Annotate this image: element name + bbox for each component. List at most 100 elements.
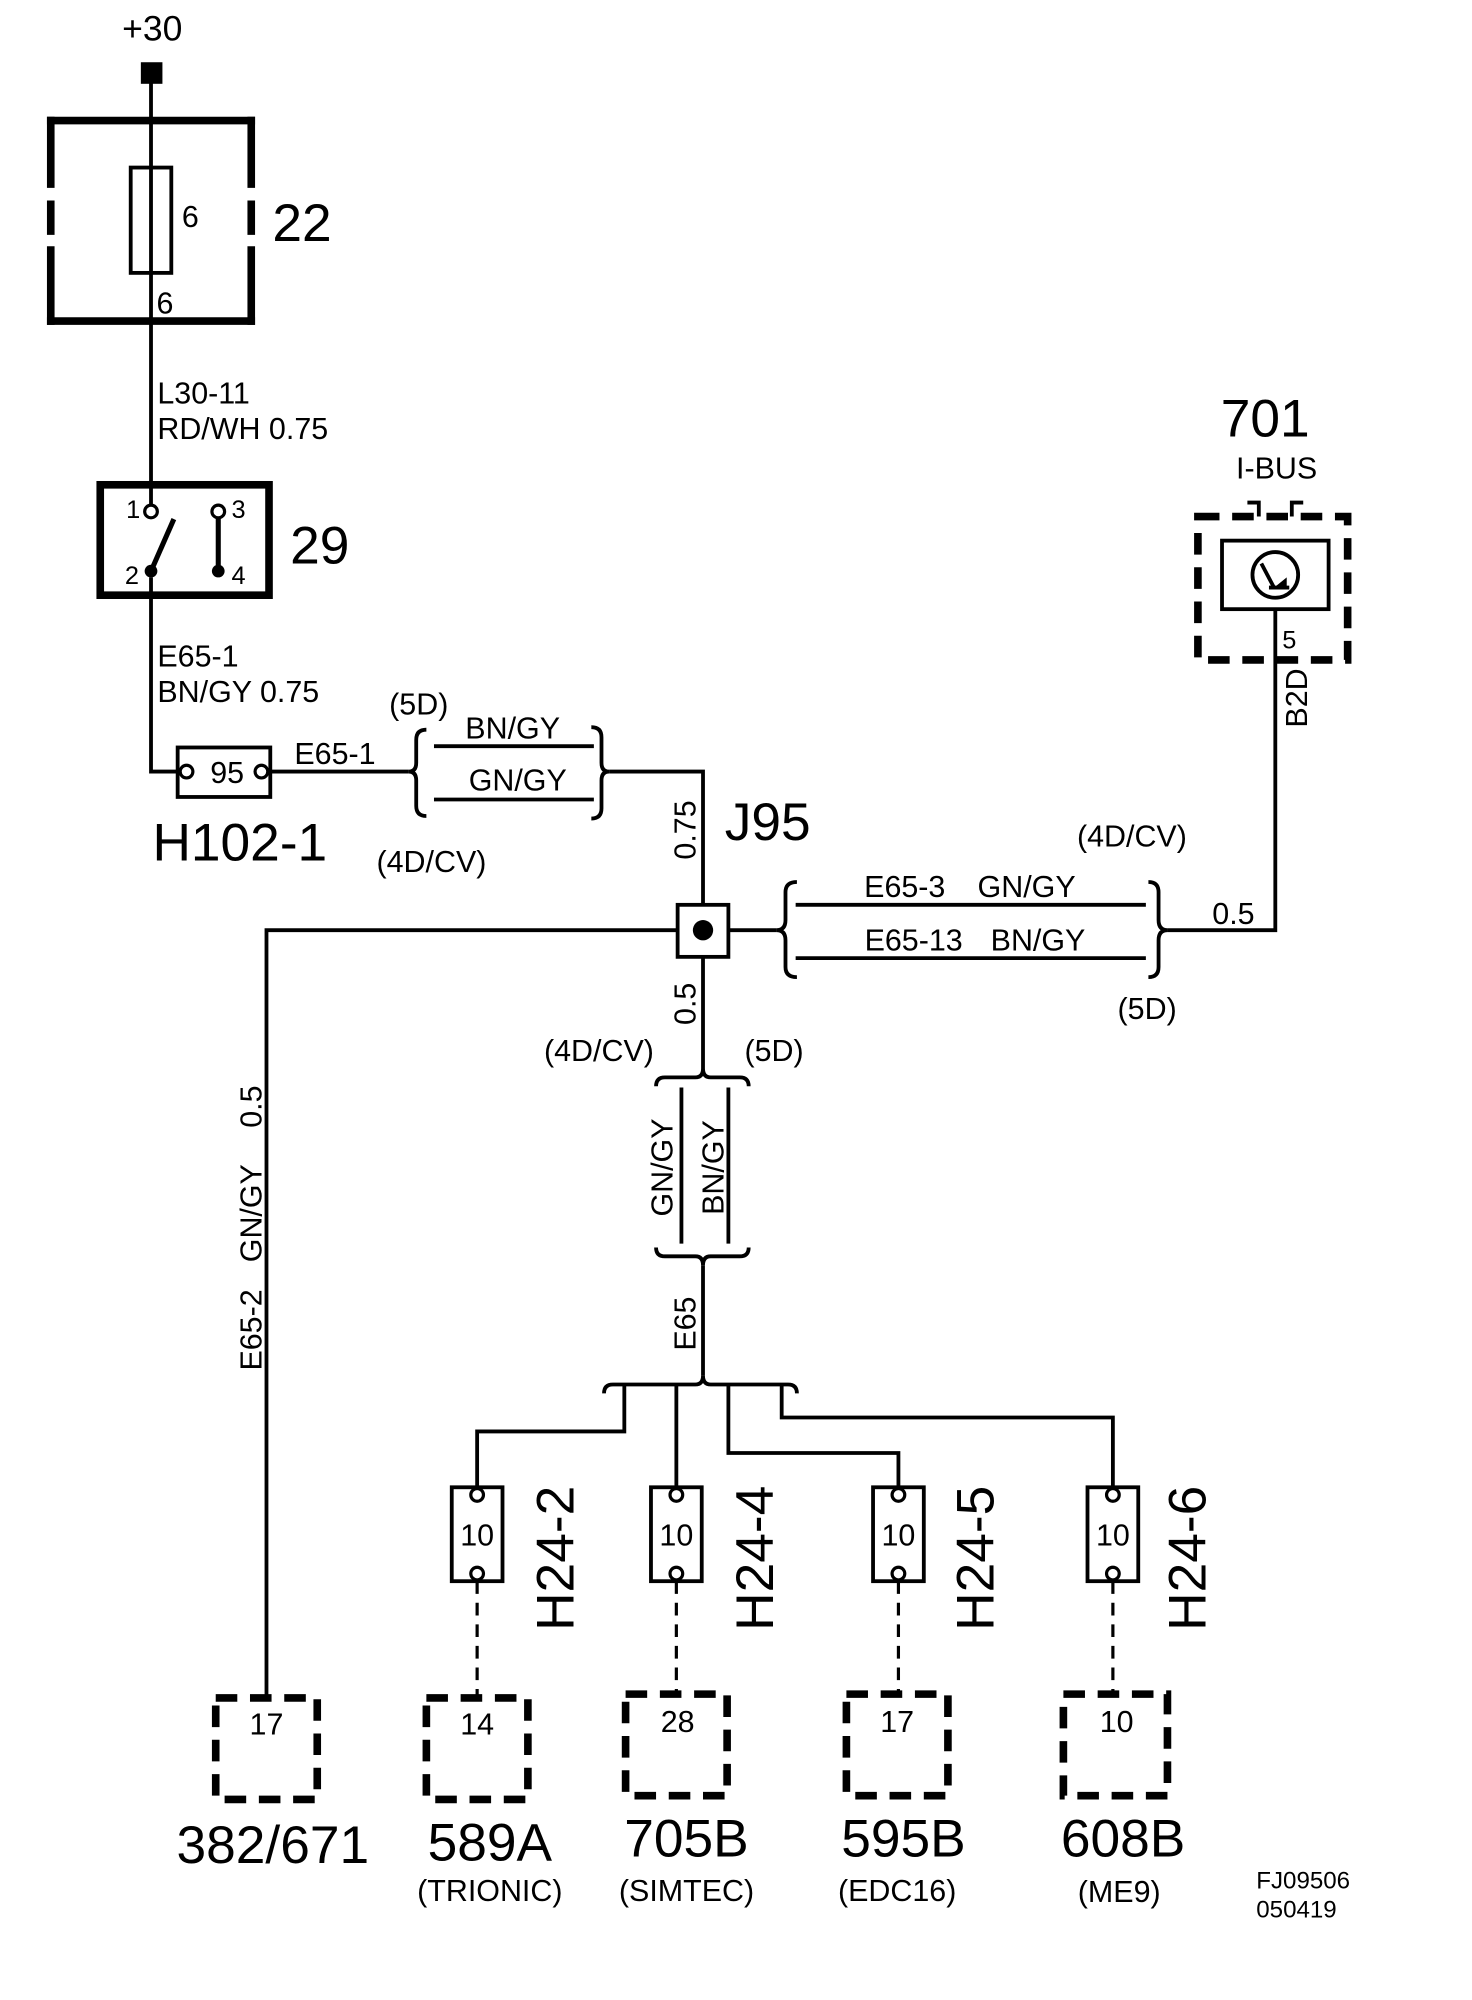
fuse-h24-2: 10 H24-2 — [449, 1485, 586, 1631]
ibus-701-name: I-BUS — [1236, 451, 1317, 485]
ibus-701-gauge-needle-icon — [1259, 562, 1276, 589]
pair-upper: BN/GY GN/GY (5D) (4D/CV) — [376, 687, 610, 879]
fuse-number-label: 6 — [182, 200, 199, 234]
wire-e65-2-name: E65-2 — [234, 1289, 268, 1370]
connector-705b-id: 705B — [624, 1810, 748, 1869]
pair-down-wire-a-label: GN/GY — [646, 1118, 680, 1216]
connector-595b-system: (EDC16) — [838, 1874, 956, 1908]
fuse-6-symbol — [128, 165, 174, 275]
connector-589a-system: (TRIONIC) — [417, 1874, 562, 1908]
wire-to-splice — [609, 769, 705, 905]
switch-pin-3 — [210, 503, 227, 520]
ibus-701-terminal-right — [1289, 500, 1304, 517]
splice-j95: J95 — [675, 793, 811, 959]
wire-splice-down-size: 0.5 — [668, 983, 702, 1025]
connector-595b-id: 595B — [841, 1810, 965, 1869]
connector-382-671-id: 382/671 — [177, 1816, 370, 1875]
wire-l30-11-spec: RD/WH 0.75 — [157, 412, 328, 446]
connector-705b-system: (SIMTEC) — [619, 1874, 754, 1908]
connector-382-671-pin: 17 — [250, 1708, 284, 1742]
connector-608b-pin: 10 — [1100, 1705, 1134, 1739]
switch-pin-4-label: 4 — [232, 562, 246, 590]
connector-589a-id: 589A — [428, 1813, 553, 1872]
pair-down-wire-b-label: BN/GY — [696, 1120, 730, 1215]
supply-terminal-square-icon — [140, 62, 163, 84]
fuse-h24-2-id: H24-2 — [527, 1486, 586, 1631]
switch-pin-1 — [143, 503, 159, 520]
pair-right-variant-5d: (5D) — [1118, 992, 1177, 1026]
wire-bundle-e65-label: E65 — [668, 1297, 702, 1351]
pair-upper-variant-5d: (5D) — [389, 687, 448, 721]
fuse-h24-2-pin-top — [469, 1486, 486, 1503]
pair-right: E65-3 GN/GY E65-13 BN/GY (4D/CV) (5D) — [776, 819, 1187, 1026]
fuse-h24-4: 10 H24-4 — [649, 1485, 785, 1631]
pair-down-variant-5d: (5D) — [744, 1034, 803, 1068]
connector-705b-pin: 28 — [661, 1705, 695, 1739]
switch-pin-1-label: 1 — [126, 496, 140, 524]
wire-e65-2-size: 0.5 — [234, 1085, 268, 1127]
fuse-h24-2-pin-bottom — [469, 1565, 486, 1582]
switch-box-border — [96, 480, 273, 600]
connector-382-671: 17 382/671 — [177, 1694, 370, 1875]
splice-j95-dot — [692, 920, 714, 941]
fuse-box-id: 22 — [272, 194, 331, 253]
fuse-h24-6-rating: 10 — [1096, 1519, 1130, 1553]
connector-382-671-dashed-box — [211, 1694, 322, 1804]
wire-e65-1 — [149, 577, 179, 774]
ibus-701: 701 I-BUS 5 — [1194, 390, 1352, 664]
fuse-pin-label: 6 — [156, 286, 173, 320]
fuse-box-22: 6 6 22 — [46, 116, 332, 325]
wire-b2d-size: 0.5 — [1212, 897, 1254, 931]
connector-608b-system: (ME9) — [1078, 1875, 1161, 1909]
connector-595b-pin: 17 — [880, 1705, 914, 1739]
pair-right-wire-b-color: BN/GY — [991, 924, 1086, 958]
fuse-h24-4-pin-bottom — [668, 1565, 685, 1582]
connector-h102-1: 95 H102-1 — [152, 745, 327, 872]
pair-upper-wire-b-label: GN/GY — [469, 764, 567, 798]
connector-608b: 10 608B (ME9) — [1059, 1690, 1185, 1909]
fuse-h24-4-pin-top — [668, 1486, 685, 1503]
switch-id: 29 — [290, 516, 349, 575]
pair-right-wire-a-name: E65-3 — [864, 870, 945, 904]
ibus-701-gauge-arrow-icon — [1274, 577, 1287, 588]
ibus-701-terminal-left — [1247, 500, 1261, 517]
pair-upper-variant-4dcv: (4D/CV) — [376, 845, 486, 879]
connector-705b: 28 705B (SIMTEC) — [619, 1690, 754, 1908]
fuse-h24-5-rating: 10 — [881, 1519, 915, 1553]
pair-right-variant-4dcv: (4D/CV) — [1077, 819, 1187, 853]
ibus-701-module — [1220, 538, 1331, 612]
pair-down-brace-bottom — [654, 1247, 751, 1266]
connector-589a-dashed-box — [422, 1694, 532, 1804]
pair-right-wire-b-name: E65-13 — [865, 924, 963, 958]
splice-j95-id: J95 — [725, 793, 811, 852]
wire-e65-2-color: GN/GY — [234, 1164, 268, 1262]
pair-down: (4D/CV) (5D) GN/GY BN/GY — [544, 1034, 804, 1266]
ibus-701-dashed-housing — [1194, 512, 1352, 664]
switch-pin-3-label: 3 — [232, 496, 246, 524]
fuse-h24-5-pin-top — [890, 1486, 907, 1503]
drawing-reference-code: FJ09506 — [1256, 1867, 1350, 1894]
wire-l30-11-name: L30-11 — [157, 377, 250, 411]
fuse-h24-4-id: H24-4 — [726, 1486, 785, 1631]
fuse-h24-5-pin-bottom — [890, 1565, 907, 1582]
wire-e65-2 — [264, 928, 678, 1698]
connector-705b-dashed-box — [621, 1690, 731, 1800]
switch-29: 1 3 2 4 29 — [96, 480, 349, 600]
ibus-701-gauge-icon — [1250, 550, 1301, 600]
connector-h102-1-pin-out — [253, 763, 270, 780]
fuse-h24-6-id: H24-6 — [1159, 1486, 1218, 1631]
pair-upper-wire-a-label: BN/GY — [465, 712, 560, 746]
supply-terminal-label: +30 — [122, 9, 182, 49]
pair-upper-brace-left — [408, 727, 427, 818]
connector-h102-1-id: H102-1 — [152, 813, 327, 872]
switch-lever — [148, 518, 177, 573]
fuse-h24-2-rating: 10 — [460, 1519, 494, 1553]
ibus-701-pin-label: 5 — [1282, 626, 1296, 654]
fuse-h24-5-id: H24-5 — [947, 1486, 1006, 1631]
fuse-h24-6-pin-bottom — [1104, 1565, 1121, 1582]
switch-pin-2-label: 2 — [125, 562, 139, 590]
supply-terminal: +30 — [122, 9, 182, 84]
branch-wire-h24-6 — [779, 1384, 1115, 1488]
